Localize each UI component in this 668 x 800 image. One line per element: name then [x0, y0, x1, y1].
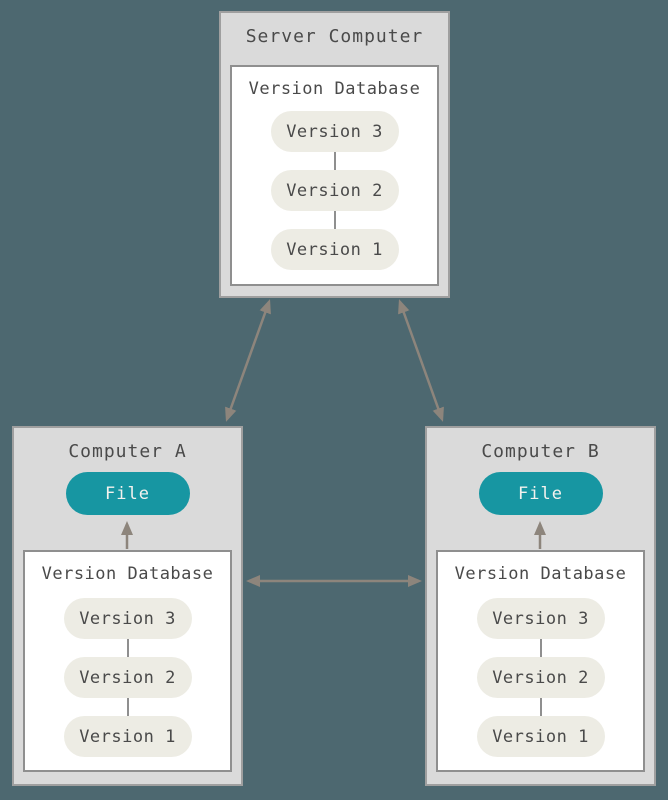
server-version-database-box: Version Database Version 3 Version 2 Ver… — [230, 65, 439, 286]
sync-arrow-server-computer-a-icon — [225, 299, 271, 422]
computer-b-version-2-pill: Version 2 — [476, 657, 605, 698]
computer-b-file-pill: File — [478, 472, 603, 515]
computer-b-box: Computer B File Version Database Version… — [425, 426, 656, 786]
computer-b-version-3-pill: Version 3 — [476, 598, 605, 639]
server-computer-box: Server Computer Version Database Version… — [219, 11, 450, 298]
server-version-database-title: Version Database — [248, 79, 421, 99]
computer-b-title: Computer B — [481, 441, 600, 462]
computer-b-connector-line-1 — [539, 639, 542, 657]
computer-b-version-1-pill: Version 1 — [476, 716, 605, 757]
computer-a-file-pill: File — [65, 472, 190, 515]
computer-a-version-2-pill: Version 2 — [63, 657, 192, 698]
computer-a-connector-line-2 — [126, 698, 129, 716]
server-version-1-pill: Version 1 — [270, 229, 399, 270]
server-connector-line-1 — [333, 152, 336, 170]
computer-a-version-3-pill: Version 3 — [63, 598, 192, 639]
sync-arrow-server-computer-b-icon — [398, 299, 444, 422]
server-version-3-pill: Version 3 — [270, 111, 399, 152]
computer-a-connector-line-1 — [126, 639, 129, 657]
computer-a-title: Computer A — [68, 441, 187, 462]
computer-a-version-database-title: Version Database — [41, 564, 214, 584]
computer-a-box: Computer A File Version Database Version… — [12, 426, 243, 786]
server-connector-line-2 — [333, 211, 336, 229]
server-version-2-pill: Version 2 — [270, 170, 399, 211]
computer-b-version-database-title: Version Database — [454, 564, 627, 584]
server-computer-title: Server Computer — [245, 26, 424, 47]
computer-b-version-database-box: Version Database Version 3 Version 2 Ver… — [436, 550, 645, 772]
computer-a-version-1-pill: Version 1 — [63, 716, 192, 757]
computer-a-version-database-box: Version Database Version 3 Version 2 Ver… — [23, 550, 232, 772]
computer-b-connector-line-2 — [539, 698, 542, 716]
